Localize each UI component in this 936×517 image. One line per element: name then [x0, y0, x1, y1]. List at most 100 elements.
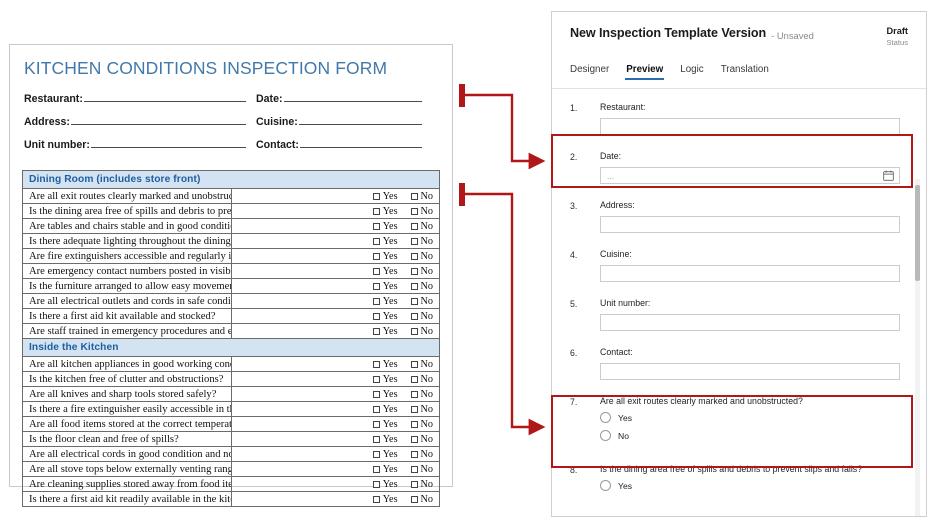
tab-logic[interactable]: Logic [680, 63, 704, 75]
checkbox-icon [410, 327, 418, 335]
checkbox-yes[interactable]: Yes [372, 359, 398, 370]
checkbox-no-label: No [420, 295, 433, 307]
checklist-question: Are all electrical cords in good conditi… [22, 446, 232, 462]
text-input[interactable] [600, 363, 900, 380]
checkbox-yes[interactable]: Yes [372, 296, 398, 307]
checkbox-icon [372, 480, 380, 488]
text-input[interactable] [600, 216, 900, 233]
checklist-question: Are emergency contact numbers posted in … [22, 263, 232, 279]
checklist-answers: Yes No [230, 386, 440, 402]
template-unsaved-indicator: - Unsaved [771, 30, 814, 42]
meta-field-grid: Restaurant: Date: Address: Cuisine: Unit… [24, 91, 440, 151]
checkbox-no[interactable]: No [410, 389, 433, 400]
meta-rule-restaurant [83, 91, 246, 102]
checkbox-yes-label: Yes [382, 373, 398, 385]
checkbox-no[interactable]: No [410, 358, 433, 370]
status-label: Status [886, 37, 908, 47]
checkbox-icon [372, 267, 380, 275]
checklist-question: Are all stove tops below externally vent… [22, 461, 232, 477]
checkbox-no[interactable]: No [410, 295, 433, 307]
form-item-label: Contact: [600, 347, 633, 357]
connector-question-7 [459, 183, 546, 436]
checklist-row: Is the floor clean and free of spills?Ye… [22, 431, 440, 447]
meta-field-restaurant: Restaurant: [24, 91, 256, 105]
checkbox-no[interactable]: No [410, 449, 433, 460]
radio-option-no[interactable]: No [600, 430, 900, 441]
checkbox-no[interactable]: No [410, 434, 433, 445]
checkbox-no[interactable]: No [410, 251, 433, 262]
calendar-icon[interactable] [883, 170, 894, 181]
tab-translation[interactable]: Translation [720, 63, 769, 75]
checkbox-no[interactable]: No [410, 494, 433, 505]
checkbox-no[interactable]: No [410, 374, 433, 385]
checkbox-no[interactable]: No [410, 206, 433, 217]
radio-option-yes[interactable]: Yes [600, 412, 900, 423]
preview-form-body[interactable]: 1.Restaurant:2.Date:3.Address:4.Cuisine:… [552, 89, 926, 516]
checkbox-icon [410, 420, 418, 428]
checkbox-yes[interactable]: Yes [372, 206, 398, 217]
source-inspection-form-document: KITCHEN CONDITIONS INSPECTION FORM Resta… [9, 44, 453, 507]
checkbox-no[interactable]: No [410, 266, 433, 277]
scrollbar-thumb[interactable] [915, 185, 920, 281]
checkbox-yes[interactable]: Yes [372, 266, 398, 277]
checkbox-yes[interactable]: Yes [372, 236, 398, 247]
checkbox-no[interactable]: No [410, 478, 433, 490]
checkbox-no[interactable]: No [410, 326, 433, 337]
checkbox-yes[interactable]: Yes [372, 221, 398, 232]
radio-icon [600, 412, 611, 423]
checkbox-icon [372, 405, 380, 413]
checkbox-yes[interactable]: Yes [372, 418, 398, 430]
checkbox-yes[interactable]: Yes [372, 404, 398, 415]
checkbox-no-label: No [420, 478, 433, 490]
checkbox-no[interactable]: No [410, 419, 433, 430]
tab-preview[interactable]: Preview [625, 64, 665, 80]
checkbox-yes[interactable]: Yes [372, 190, 398, 202]
text-input[interactable] [600, 265, 900, 282]
checkbox-yes[interactable]: Yes [372, 464, 398, 475]
checklist-answers: Yes No [230, 356, 440, 372]
checkbox-no[interactable]: No [410, 464, 433, 475]
checklist-row: Are all electrical cords in good conditi… [22, 446, 440, 462]
checklist-answers: Yes No [230, 278, 440, 294]
checkbox-no-label: No [420, 358, 433, 370]
scrollbar-track[interactable] [915, 179, 920, 516]
checkbox-no[interactable]: No [410, 281, 433, 292]
checkbox-yes-label: Yes [382, 418, 398, 430]
checklist-section-header: Inside the Kitchen [22, 338, 440, 357]
radio-icon [600, 480, 611, 491]
text-input[interactable] [600, 314, 900, 331]
checkbox-no[interactable]: No [410, 221, 433, 232]
meta-field-date: Date: [256, 91, 440, 105]
checkbox-yes[interactable]: Yes [372, 326, 398, 337]
checkbox-no[interactable]: No [410, 311, 433, 322]
checklist-row: Is the kitchen free of clutter and obstr… [22, 371, 440, 387]
checkbox-yes[interactable]: Yes [372, 449, 398, 460]
checkbox-yes-label: Yes [382, 310, 398, 322]
checkbox-icon [372, 192, 380, 200]
checklist-answers: Yes No [230, 233, 440, 249]
checkbox-no[interactable]: No [410, 236, 433, 247]
checkbox-yes-label: Yes [382, 190, 398, 202]
text-input[interactable] [600, 118, 900, 135]
checkbox-no[interactable]: No [410, 404, 433, 415]
checkbox-yes[interactable]: Yes [372, 373, 398, 385]
inspection-checklist-table: Dining Room (includes store front)Are al… [22, 170, 440, 507]
checkbox-yes[interactable]: Yes [372, 494, 398, 505]
date-input[interactable] [600, 167, 900, 184]
checkbox-yes[interactable]: Yes [372, 434, 398, 445]
checkbox-no[interactable]: No [410, 191, 433, 202]
checklist-answers: Yes No [230, 188, 440, 204]
form-item-label: Restaurant: [600, 102, 646, 112]
radio-option-yes[interactable]: Yes [600, 480, 900, 491]
checkbox-yes[interactable]: Yes [372, 251, 398, 262]
checkbox-yes-label: Yes [382, 478, 398, 490]
checkbox-yes[interactable]: Yes [372, 281, 398, 292]
form-item-label: Are all exit routes clearly marked and u… [600, 396, 803, 406]
checkbox-yes[interactable]: Yes [372, 310, 398, 322]
meta-label-restaurant: Restaurant: [24, 93, 83, 105]
meta-rule-cuisine [298, 114, 422, 125]
checkbox-yes[interactable]: Yes [372, 478, 398, 490]
checkbox-icon [372, 465, 380, 473]
tab-designer[interactable]: Designer [570, 63, 610, 75]
checkbox-yes[interactable]: Yes [372, 389, 398, 400]
